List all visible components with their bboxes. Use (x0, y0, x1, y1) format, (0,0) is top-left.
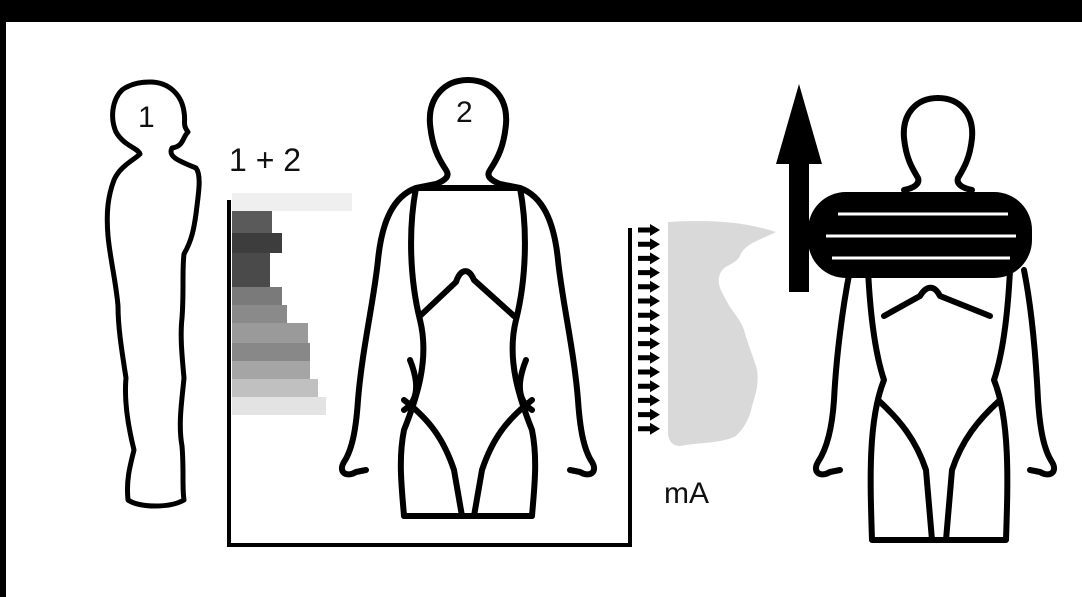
coil-figure (816, 98, 1054, 540)
histogram-bar (232, 287, 282, 305)
right-arrow-icon (638, 394, 660, 406)
figure-2-label: 2 (456, 96, 473, 129)
histogram-bar (232, 379, 318, 397)
histogram-bar (232, 305, 287, 323)
right-arrow-icon (638, 338, 660, 350)
histogram-bar (232, 397, 326, 415)
current-profile-shape (668, 221, 776, 446)
histogram-bar (232, 193, 352, 211)
figure-1-label: 1 (138, 101, 155, 134)
unit-label: mA (664, 477, 709, 510)
ring-coil-icon (808, 192, 1032, 278)
right-arrow-icon (638, 309, 660, 321)
right-arrow-icon (638, 281, 660, 293)
side-profile-figure (107, 82, 199, 506)
histogram-bar (232, 343, 310, 361)
right-arrow-icon (638, 366, 660, 378)
histogram-bar (232, 361, 310, 379)
right-arrow-icon (638, 224, 660, 236)
histogram-bar (232, 253, 270, 287)
front-figure (342, 80, 594, 516)
combined-label: 1 + 2 (229, 142, 301, 178)
arrow-column (638, 224, 660, 435)
histogram-bar (232, 323, 308, 343)
right-arrow-icon (638, 380, 660, 392)
right-arrow-icon (638, 352, 660, 364)
right-arrow-icon (638, 409, 660, 421)
right-arrow-icon (638, 238, 660, 250)
right-arrow-icon (638, 267, 660, 279)
histogram-bar (232, 211, 272, 233)
sensitivity-histogram (232, 193, 352, 415)
right-arrow-icon (638, 252, 660, 264)
histogram-bar (232, 233, 282, 253)
right-arrow-icon (638, 323, 660, 335)
right-arrow-icon (638, 423, 660, 435)
right-arrow-icon (638, 295, 660, 307)
